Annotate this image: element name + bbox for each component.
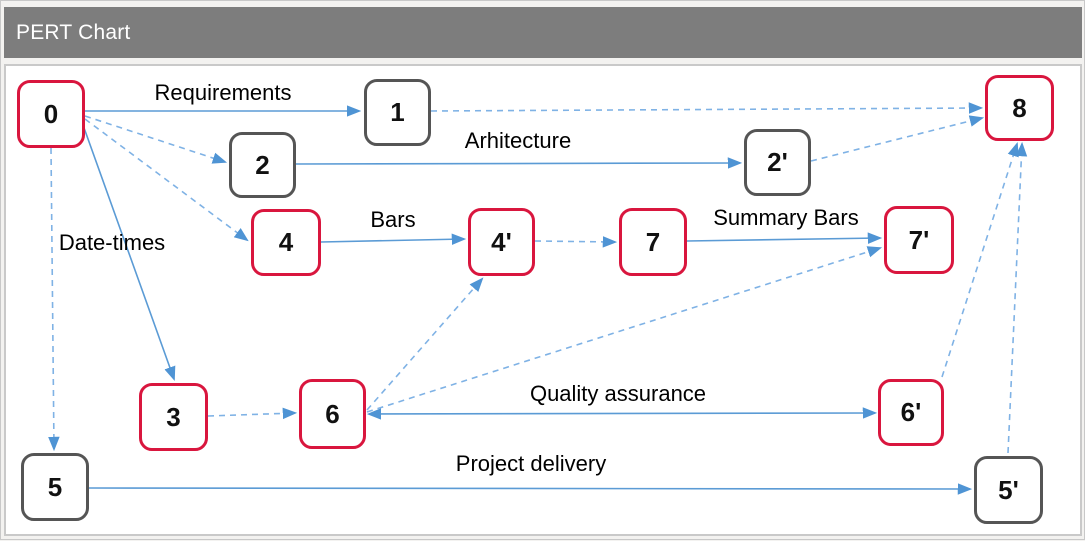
node-6p[interactable]: 6' <box>878 379 944 446</box>
edge-5-5p <box>88 483 973 495</box>
window-title: PERT Chart <box>16 20 131 44</box>
node-2[interactable]: 2 <box>229 132 296 198</box>
edge-6p-6 <box>366 407 878 420</box>
edge-0-5 <box>48 147 60 452</box>
edge-6-7p <box>366 246 883 413</box>
edge-5p-8 <box>1007 141 1028 454</box>
window-titlebar: PERT Chart <box>4 7 1082 58</box>
edge-4-4p <box>320 233 467 246</box>
edge-4p-7 <box>534 236 618 248</box>
node-0[interactable]: 0 <box>17 80 85 148</box>
edge-3-6 <box>207 407 298 420</box>
node-6[interactable]: 6 <box>299 379 366 449</box>
node-7p[interactable]: 7' <box>884 206 954 274</box>
node-3[interactable]: 3 <box>139 383 208 451</box>
node-4p[interactable]: 4' <box>468 208 535 276</box>
edge-0-2 <box>84 115 228 164</box>
edge-7-7p <box>686 232 883 244</box>
node-4[interactable]: 4 <box>251 209 321 276</box>
edge-1-8 <box>430 102 984 114</box>
node-7[interactable]: 7 <box>619 208 687 276</box>
edge-2-2p <box>295 157 743 169</box>
node-5p[interactable]: 5' <box>974 456 1043 524</box>
node-1[interactable]: 1 <box>364 79 431 146</box>
edge-0-3 <box>82 124 176 382</box>
edge-label-date-times: Date-times <box>58 230 166 255</box>
edge-0-4 <box>84 118 249 242</box>
edge-label-project-delivery: Project delivery <box>455 451 607 476</box>
edge-2p-8 <box>810 115 985 162</box>
edge-6p-8 <box>941 141 1019 378</box>
edge-label-arhitecture: Arhitecture <box>464 128 572 153</box>
node-5[interactable]: 5 <box>21 453 89 521</box>
diagram-panel <box>4 64 1082 536</box>
edge-label-bars: Bars <box>370 207 416 232</box>
edge-label-summary-bars: Summary Bars <box>713 205 859 230</box>
node-2p[interactable]: 2' <box>744 129 811 196</box>
edge-label-quality-assurance: Quality assurance <box>529 381 707 406</box>
edge-label-requirements: Requirements <box>154 80 292 105</box>
node-8[interactable]: 8 <box>985 75 1054 141</box>
edge-6-4p <box>366 277 484 411</box>
